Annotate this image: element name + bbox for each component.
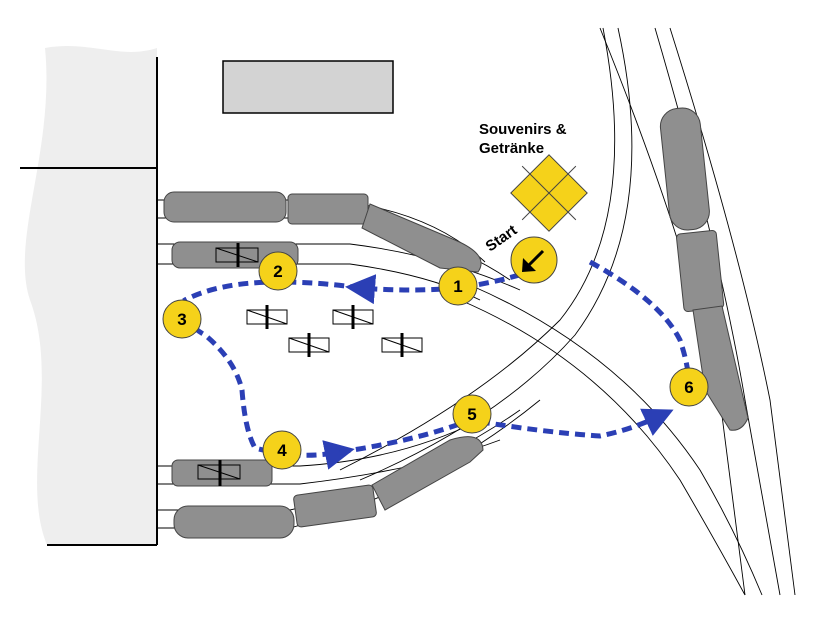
svg-text:2: 2 <box>273 262 282 281</box>
stop-4: 4 <box>262 430 302 470</box>
start-marker <box>510 236 558 284</box>
tram-right <box>659 107 749 431</box>
kiosk-label-line2: Getränke <box>479 140 544 157</box>
svg-text:1: 1 <box>453 277 462 296</box>
tram-upper <box>163 191 482 273</box>
stop-1: 1 <box>438 266 478 306</box>
stop-6: 6 <box>669 367 709 407</box>
top-building <box>222 60 394 114</box>
stop-2: 2 <box>258 251 298 291</box>
route <box>182 259 691 470</box>
kiosk <box>510 154 588 232</box>
stop-5: 5 <box>452 394 492 434</box>
stop-3: 3 <box>162 299 202 339</box>
svg-text:3: 3 <box>177 310 186 329</box>
kiosk-label-line1: Souvenirs & <box>479 121 567 138</box>
tram-lower <box>173 436 484 539</box>
svg-text:5: 5 <box>467 405 476 424</box>
hall-building <box>24 46 157 546</box>
svg-text:6: 6 <box>684 378 693 397</box>
svg-text:4: 4 <box>277 441 287 460</box>
